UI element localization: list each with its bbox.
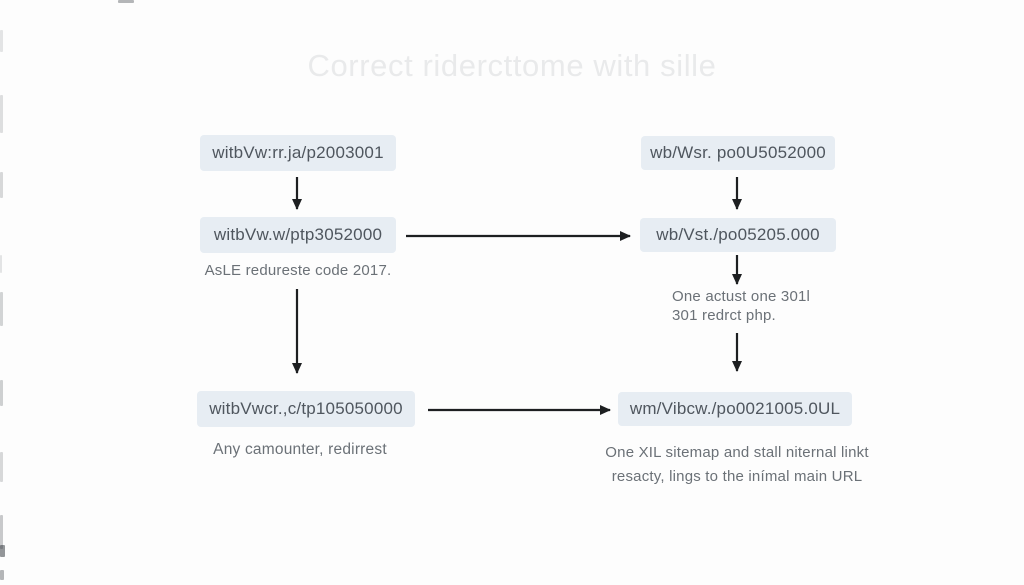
edge-artifact [0,292,3,326]
edge-artifact [0,515,3,549]
url-box-left-3: witbVwcr.,c/tp105050000 [197,391,415,427]
edge-artifact [0,255,2,273]
caption-right-3: One XIL sitemap and stall niternal linkt… [587,441,887,489]
url-box-left-2: witbVw.w/ptp3052000 [200,217,396,253]
edge-artifact [0,545,5,557]
caption-right-3-line2: resacty, lings to the inímal main URL [611,468,863,485]
edge-artifact [0,570,4,580]
edge-artifact [0,172,3,198]
url-box-right-2: wb/Vst./po05205.000 [640,218,836,252]
diagram-title: Correct ridercttome with sille [307,48,717,83]
url-box-left-1: witbVw:rr.ja/p2003001 [200,135,396,171]
caption-right-2-line2: 301 redrct php. [672,307,776,324]
caption-left-2: AsLE redureste code 2017. [204,262,392,279]
caption-right-2-line1: One actust one 301l [672,288,811,305]
edge-artifact [118,0,134,3]
edge-artifact [0,95,3,133]
caption-left-3: Any camounter, redirrest [213,441,387,458]
caption-right-3-line1: One XIL sitemap and stall niternal linkt [605,444,869,461]
caption-right-2: One actust one 301l 301 redrct php. [672,287,852,325]
url-box-right-3: wm/Vibcw./po0021005.0UL [618,392,852,426]
edge-artifact [0,30,3,52]
edge-artifact [0,452,3,482]
url-box-right-1: wb/Wsr. po0U5052000 [641,136,835,170]
edge-artifact [0,380,3,406]
